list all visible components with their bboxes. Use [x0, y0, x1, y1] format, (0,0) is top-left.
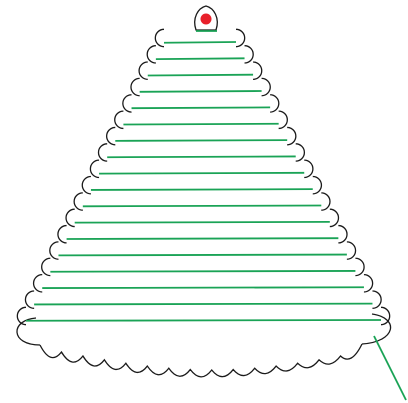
left-scallop	[66, 209, 75, 226]
left-scallop	[34, 275, 43, 292]
green-line	[99, 173, 304, 174]
green-line-group	[26, 42, 406, 400]
left-scallop	[98, 144, 107, 161]
left-scallop	[25, 291, 34, 308]
left-scallop	[115, 111, 124, 128]
right-scallop	[287, 127, 296, 144]
green-line	[132, 107, 271, 108]
left-scallop	[123, 95, 132, 112]
left-scallop	[74, 193, 83, 210]
red-dot	[201, 14, 212, 25]
right-scallop	[304, 160, 313, 177]
right-scallop	[313, 177, 322, 194]
right-scallop	[347, 242, 356, 259]
top-cap-group	[195, 6, 218, 31]
tail-green-line	[374, 336, 406, 400]
left-scallop	[42, 258, 51, 275]
left-scallop	[50, 242, 59, 259]
green-line	[148, 75, 253, 76]
green-line	[75, 222, 330, 223]
left-scallop	[155, 29, 164, 46]
right-scallop	[364, 275, 373, 292]
left-scallop	[58, 226, 67, 243]
green-line	[67, 238, 339, 239]
green-line	[58, 255, 346, 256]
green-line	[34, 304, 372, 305]
green-line	[50, 271, 355, 272]
green-line	[26, 320, 381, 321]
right-scallop	[372, 291, 381, 308]
scallop-outline-group	[17, 29, 389, 324]
right-scallop	[262, 78, 271, 95]
green-line	[156, 58, 245, 59]
green-line	[42, 287, 364, 288]
right-scallop	[270, 95, 279, 112]
bottom-scallop-group	[17, 314, 391, 377]
green-line	[140, 91, 262, 92]
right-scallop	[338, 226, 347, 243]
left-scallop	[131, 78, 140, 95]
right-scallop	[245, 46, 254, 63]
right-scallop	[253, 62, 262, 79]
right-scallop	[279, 111, 288, 128]
left-scallop	[90, 160, 99, 177]
green-line	[83, 206, 321, 207]
green-line	[164, 42, 236, 43]
green-line	[123, 124, 278, 125]
bottom-scallop-row	[40, 344, 362, 377]
green-line	[107, 156, 296, 157]
left-scallop	[139, 62, 148, 79]
right-scallop	[355, 258, 364, 275]
right-scallop	[296, 144, 305, 161]
left-scallop	[82, 177, 91, 194]
green-line	[91, 189, 313, 190]
right-scallop	[236, 29, 245, 46]
left-scallop	[147, 46, 156, 63]
left-scallop	[107, 127, 116, 144]
right-scallop	[321, 193, 330, 210]
green-line	[115, 140, 287, 141]
right-scallop	[330, 209, 339, 226]
